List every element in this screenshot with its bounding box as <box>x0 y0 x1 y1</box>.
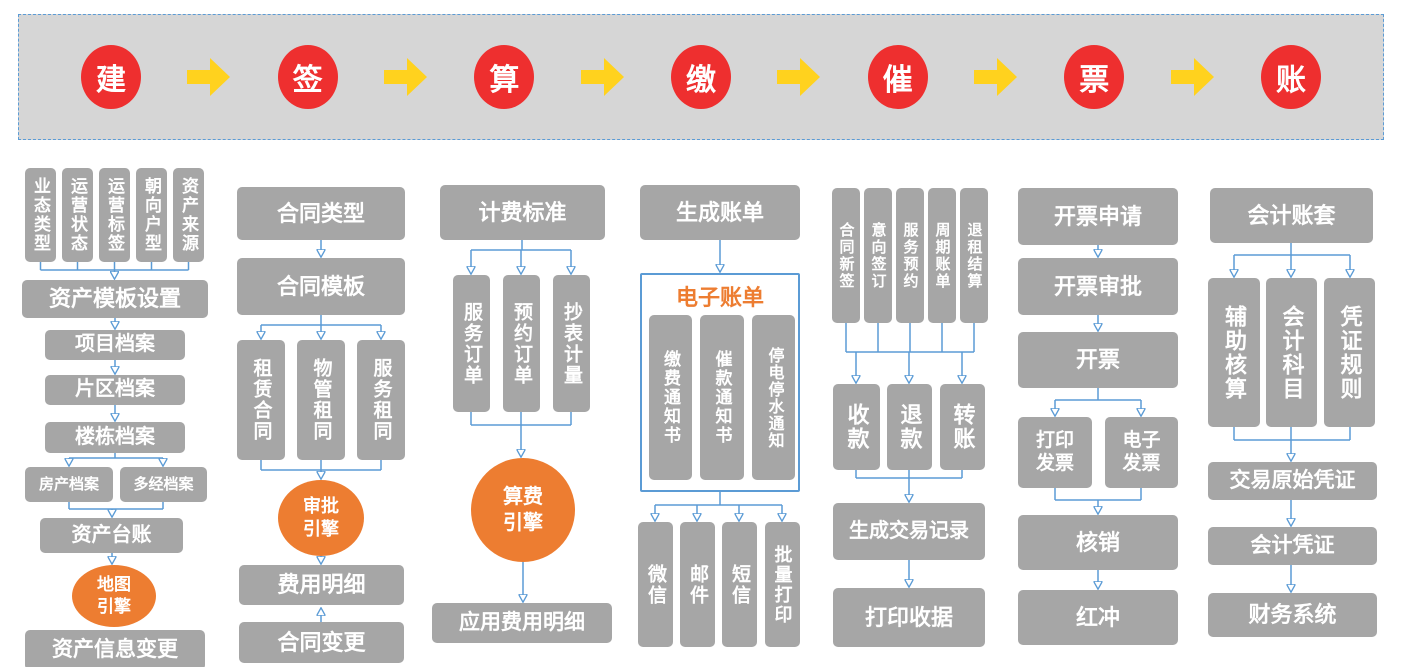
connector-line <box>845 323 975 353</box>
node-red-reverse: 红冲 <box>1018 590 1178 645</box>
node-e-invoice: 电子 发票 <box>1105 417 1178 488</box>
node-payment-notice: 缴费通知书 <box>649 315 692 480</box>
node-reservation-order: 预约订单 <box>503 275 540 412</box>
node-meter-reading: 抄表计量 <box>553 275 590 412</box>
arrow-right-icon <box>187 57 231 97</box>
node-printed-invoice: 打印 发票 <box>1018 417 1092 488</box>
node-generate-bill: 生成账单 <box>640 185 800 240</box>
arrow-right-icon <box>1170 57 1215 97</box>
node-accounting-voucher: 会计凭证 <box>1208 527 1377 565</box>
connector-line <box>39 262 190 271</box>
node-refund: 退款 <box>887 384 932 470</box>
connector-line <box>1054 488 1142 501</box>
node-original-voucher: 交易原始凭证 <box>1208 462 1377 500</box>
node-house-archive: 房产档案 <box>25 467 113 502</box>
ebill-title: 电子账单 <box>675 285 764 310</box>
connector-line <box>855 470 963 479</box>
node-asset-ledger: 资产台账 <box>40 518 183 553</box>
node-asset-template-setting: 资产模板设置 <box>22 280 208 318</box>
node-asset-info-change: 资产信息变更 <box>25 630 205 667</box>
node-transfer: 转账 <box>940 384 985 470</box>
connector-line <box>68 502 164 510</box>
process-banner: 建 签 算 缴 催 票 账 <box>18 14 1384 140</box>
connector-line <box>1234 243 1350 256</box>
node-reminder-notice: 催款通知书 <box>700 315 744 480</box>
arrow-right-icon <box>777 57 821 97</box>
node-accounting-subjects: 会计科目 <box>1266 278 1317 427</box>
node-orientation-unit-type: 朝向户型 <box>136 168 167 262</box>
connector-line <box>471 240 571 251</box>
node-batch-print: 批量打印 <box>765 522 800 647</box>
node-new-contract: 合同新签 <box>832 188 860 323</box>
approval-engine: 审批 引擎 <box>278 480 364 556</box>
node-wechat: 微信 <box>638 522 673 647</box>
connector-line <box>69 453 163 459</box>
node-invoice-apply: 开票申请 <box>1018 188 1178 245</box>
node-district-archive: 片区档案 <box>45 375 185 405</box>
node-asset-source: 资产来源 <box>173 168 204 262</box>
node-account-set: 会计账套 <box>1210 188 1373 243</box>
step-circle-urge: 催 <box>867 45 928 109</box>
step-circle-invoice: 票 <box>1064 45 1125 109</box>
node-operation-tag: 运营标签 <box>99 168 130 262</box>
node-contract-change: 合同变更 <box>239 622 404 663</box>
map-engine: 地图 引擎 <box>72 565 156 627</box>
node-sms: 短信 <box>722 522 757 647</box>
node-email: 邮件 <box>680 522 715 647</box>
node-lease-termination: 退租结算 <box>960 188 988 323</box>
node-voucher-rules: 凭证规则 <box>1324 278 1375 427</box>
arrow-right-icon <box>973 57 1018 97</box>
node-transaction-record: 生成交易记录 <box>833 503 985 560</box>
step-circle-calculate: 算 <box>474 45 535 109</box>
connector-line <box>1055 388 1141 401</box>
node-lease-contract: 租赁合同 <box>237 340 285 460</box>
node-contract-type: 合同类型 <box>237 187 405 240</box>
node-service-reservation: 服务预约 <box>896 188 924 323</box>
step-circle-build: 建 <box>81 45 141 109</box>
node-applied-fee-detail: 应用费用明细 <box>432 603 612 643</box>
step-circle-sign: 签 <box>277 45 338 109</box>
node-contract-template: 合同模板 <box>237 258 405 315</box>
ebill-panel: 电子账单 缴费通知书 催款通知书 停电停水通知 <box>640 273 800 492</box>
node-invoice-issue: 开票 <box>1018 332 1178 388</box>
node-write-off: 核销 <box>1018 515 1178 570</box>
node-utility-cutoff-notice: 停电停水通知 <box>752 315 795 480</box>
node-property-mgmt-contract: 物管租同 <box>297 340 345 460</box>
connector-line <box>1233 427 1351 441</box>
connector-line <box>470 412 572 426</box>
node-auxiliary-accounting: 辅助核算 <box>1208 278 1260 427</box>
node-building-archive: 楼栋档案 <box>45 422 185 453</box>
arrow-right-icon <box>383 57 428 97</box>
node-service-order: 服务订单 <box>453 275 490 412</box>
node-intent-signing: 意向签订 <box>864 188 892 323</box>
node-project-archive: 项目档案 <box>45 330 185 360</box>
node-finance-system: 财务系统 <box>1208 593 1377 637</box>
fee-calc-engine: 算费 引擎 <box>471 458 575 562</box>
connector-line <box>261 315 381 326</box>
node-multi-business-archive: 多经档案 <box>120 467 207 502</box>
arrow-right-icon <box>580 57 625 97</box>
node-receive-payment: 收款 <box>833 384 880 470</box>
step-circle-account: 账 <box>1260 45 1321 109</box>
node-invoice-approve: 开票审批 <box>1018 258 1178 315</box>
node-periodic-bill: 周期账单 <box>928 188 956 323</box>
node-service-contract: 服务租同 <box>357 340 405 460</box>
node-operation-status: 运营状态 <box>62 168 93 262</box>
connector-line <box>260 460 382 471</box>
step-circle-pay: 缴 <box>670 45 731 109</box>
node-billing-standard: 计费标准 <box>440 185 605 240</box>
node-business-type: 业态类型 <box>25 168 56 262</box>
connector-line <box>655 492 782 506</box>
node-fee-detail: 费用明细 <box>239 565 404 605</box>
node-print-receipt: 打印收据 <box>833 588 985 647</box>
